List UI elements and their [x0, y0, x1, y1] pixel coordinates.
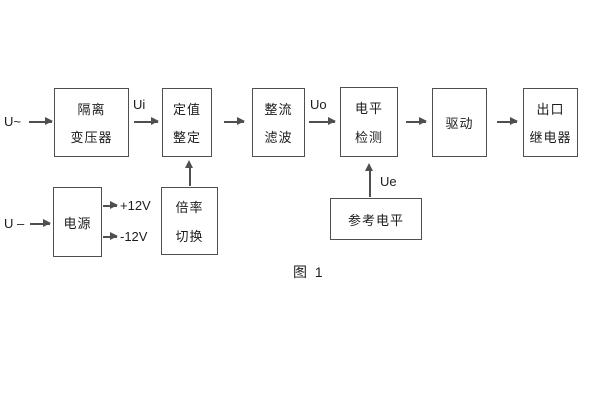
arrow-dc-input-to-power-supply — [30, 220, 51, 227]
block-label: 电源 — [63, 215, 92, 231]
figure-caption: 图 1 — [293, 264, 325, 280]
block-label: 倍率 — [175, 200, 204, 216]
block-label: 隔离 — [77, 101, 106, 117]
arrow-rectifier-filter-to-level-detection — [309, 118, 336, 125]
block-ratio-switch: 倍率 切换 — [161, 187, 218, 255]
block-label: 出口 — [536, 101, 565, 117]
block-label: 变压器 — [70, 130, 113, 146]
label-minus12v: -12V — [120, 229, 148, 244]
block-label: 电平 — [354, 101, 383, 116]
block-label: 检测 — [354, 130, 383, 145]
label-ue: Ue — [380, 174, 397, 189]
arrow-setting-to-rectifier-filter — [224, 118, 245, 125]
arrow-power-supply-to-minus12v — [103, 233, 118, 240]
label-u-dc: U – — [4, 216, 25, 231]
arrow-power-supply-to-plus12v — [103, 202, 118, 209]
block-rectifier-filter: 整流 滤波 — [252, 88, 305, 157]
block-label: 整流 — [264, 101, 293, 117]
arrow-isolation-transformer-to-setting — [134, 118, 159, 125]
block-level-detection: 电平 检测 — [340, 87, 398, 157]
label-ui: Ui — [133, 97, 146, 112]
label-uo: Uo — [310, 97, 327, 112]
block-label: 整定 — [172, 130, 201, 146]
block-label: 参考电平 — [347, 212, 404, 228]
arrow-reference-level-to-level-detection — [366, 163, 373, 197]
arrow-ratio-switch-to-setting — [186, 160, 193, 186]
label-plus12v: +12V — [120, 198, 151, 213]
block-label: 继电器 — [529, 130, 572, 146]
block-setting: 定值 整定 — [162, 88, 212, 157]
block-label: 定值 — [172, 101, 201, 117]
block-label: 切换 — [175, 228, 204, 244]
arrow-level-detection-to-drive — [406, 118, 427, 125]
block-isolation-transformer: 隔离 变压器 — [54, 88, 129, 157]
block-drive: 驱动 — [432, 88, 487, 157]
block-power-supply: 电源 — [53, 187, 102, 257]
block-label: 驱动 — [445, 116, 474, 131]
arrow-drive-to-output-relay — [497, 118, 518, 125]
block-label: 滤波 — [264, 130, 293, 146]
arrow-ac-input-to-isolation-transformer — [29, 118, 53, 125]
label-u-ac: U~ — [4, 114, 21, 129]
block-output-relay: 出口 继电器 — [523, 88, 578, 157]
block-reference-level: 参考电平 — [330, 198, 422, 240]
